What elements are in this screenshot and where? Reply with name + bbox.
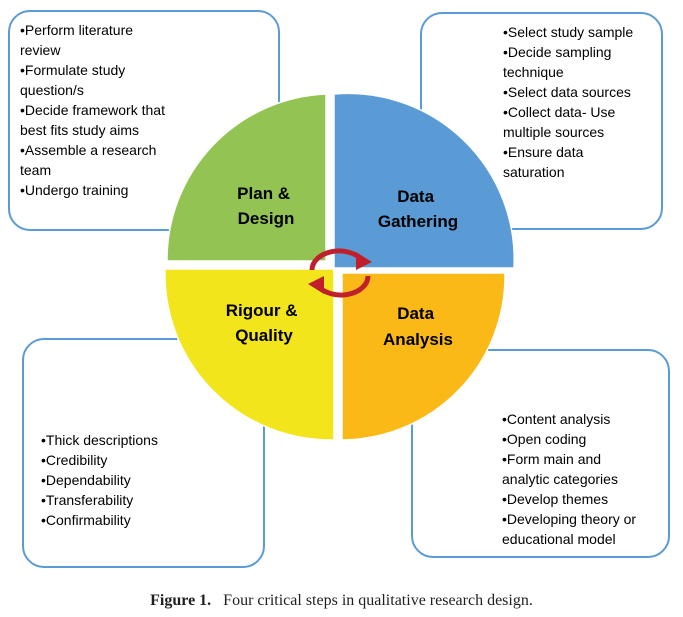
list-item: •Undergo training (20, 182, 129, 198)
plan-design-quadrant (166, 93, 327, 262)
list-item: •Ensure data (503, 144, 584, 160)
list-item: •Credibility (41, 452, 108, 468)
list-item: •Develop themes (502, 491, 609, 507)
list-item: •Confirmability (41, 512, 131, 528)
data-gathering-label: Data Gathering (378, 187, 458, 231)
list-item: •Assemble a research (20, 142, 157, 158)
list-item: multiple sources (503, 124, 605, 140)
list-item: •Decide sampling (503, 44, 612, 60)
plan-design-list: •Perform literature review •Formulate st… (20, 20, 275, 200)
rigour-quality-quadrant (164, 268, 335, 441)
list-item: •Decide framework that (20, 102, 165, 118)
data-gathering-quadrant (333, 92, 515, 269)
list-item: •Collect data- Use (503, 104, 616, 120)
list-item: •Transferability (41, 492, 134, 508)
list-item: •Form main and (502, 451, 602, 467)
list-item: •Content analysis (502, 411, 611, 427)
list-item: best fits study aims (20, 122, 140, 138)
plan-design-label: Plan & Design (237, 184, 295, 228)
list-item: question/s (20, 82, 84, 98)
list-item: review (20, 42, 61, 58)
data-analysis-list: •Content analysis •Open coding •Form mai… (502, 409, 670, 549)
list-item: •Select study sample (503, 24, 634, 40)
list-item: •Formulate study (20, 62, 126, 78)
data-gathering-list: •Select study sample •Decide sampling te… (503, 22, 663, 182)
list-item: saturation (503, 164, 565, 180)
list-item: technique (503, 64, 564, 80)
figure-caption: Figure 1. Four critical steps in qualitat… (0, 592, 683, 610)
list-item: •Select data sources (503, 84, 631, 100)
list-item: •Thick descriptions (41, 432, 158, 448)
list-item: analytic categories (502, 471, 618, 487)
plan-design-box: •Perform literature review •Formulate st… (8, 10, 280, 231)
list-item: •Dependability (41, 472, 131, 488)
cycle-arrows-icon (308, 248, 372, 298)
rigour-quality-list: •Thick descriptions •Credibility •Depend… (41, 430, 256, 530)
data-analysis-quadrant (341, 272, 506, 441)
figure-label: Figure 1. (150, 592, 212, 609)
list-item: team (20, 162, 52, 178)
list-item: •Open coding (502, 431, 587, 447)
data-analysis-label: Data Analysis (383, 304, 453, 349)
list-item: educational model (502, 531, 616, 547)
figure-caption-text: Four critical steps in qualitative resea… (223, 592, 533, 609)
list-item: •Perform literature (20, 22, 134, 38)
list-item: •Developing theory or (502, 511, 637, 527)
rigour-quality-label: Rigour & Quality (226, 301, 303, 345)
